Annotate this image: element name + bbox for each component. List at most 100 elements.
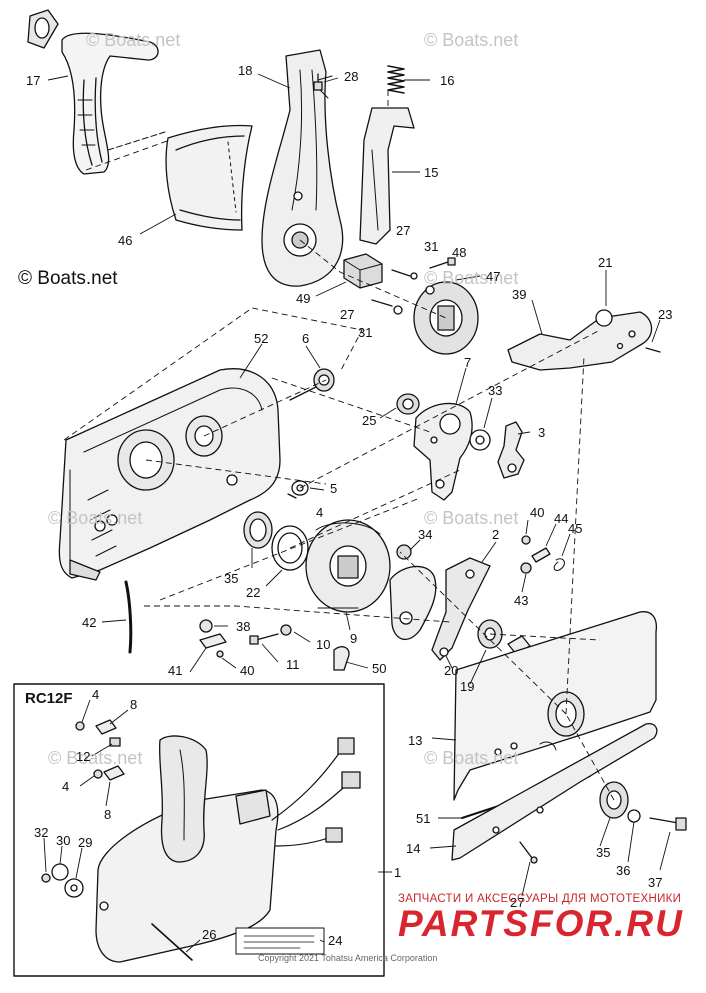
part-39-bracket bbox=[507, 309, 661, 371]
part-27-31-48-screws-top bbox=[391, 257, 456, 280]
callout-38: 38 bbox=[236, 619, 251, 634]
part-27-screw-bottom bbox=[519, 841, 538, 864]
part-9-disc bbox=[305, 519, 391, 613]
callout-39: 39 bbox=[512, 287, 527, 302]
callout-12: 12 bbox=[76, 749, 91, 764]
watermark: © Boats.net bbox=[424, 508, 519, 528]
callout-1: 1 bbox=[394, 865, 402, 880]
inset-title: RC12F bbox=[25, 690, 73, 707]
part-47-drum bbox=[413, 281, 479, 355]
callout-32: 32 bbox=[34, 825, 49, 840]
callout-11: 11 bbox=[286, 657, 300, 672]
watermark: © Boats.net bbox=[48, 748, 143, 768]
part-42-strip bbox=[124, 580, 133, 654]
watermark: © Boats.net bbox=[48, 508, 143, 528]
callout-35: 35 bbox=[596, 845, 611, 860]
callout-27: 27 bbox=[396, 223, 411, 238]
callout-8: 8 bbox=[130, 697, 138, 712]
leader-lines bbox=[43, 73, 671, 953]
part-2-linkage bbox=[389, 544, 491, 661]
callout-4: 4 bbox=[316, 505, 324, 520]
part-3-lever bbox=[497, 421, 525, 479]
part-52-housing bbox=[58, 368, 281, 581]
callout-15: 15 bbox=[424, 165, 439, 180]
callout-43: 43 bbox=[514, 593, 529, 608]
part-18-control-arm bbox=[261, 49, 344, 287]
callout-4: 4 bbox=[62, 779, 70, 794]
callout-27: 27 bbox=[510, 895, 525, 910]
callout-26: 26 bbox=[202, 927, 217, 942]
callout-16: 16 bbox=[440, 73, 455, 88]
callout-19: 19 bbox=[460, 679, 475, 694]
footer-copyright: Copyright 2021 Tohatsu America Corporati… bbox=[258, 953, 438, 963]
callout-40: 40 bbox=[530, 505, 545, 520]
callout-21: 21 bbox=[598, 255, 613, 270]
part-17-handle-grip bbox=[27, 9, 166, 175]
callout-13: 13 bbox=[408, 733, 423, 748]
brand-tagline: ЗАПЧАСТИ И АКСЕССУАРЫ ДЛЯ МОТОТЕХНИКИ bbox=[398, 893, 682, 905]
callout-49: 49 bbox=[296, 291, 311, 306]
part-6-bolt bbox=[289, 368, 335, 401]
copyright-label: © Boats.net bbox=[18, 268, 118, 289]
callout-27: 27 bbox=[340, 307, 355, 322]
part-16-spring bbox=[387, 65, 405, 94]
callout-3: 3 bbox=[538, 425, 546, 440]
callout-52: 52 bbox=[254, 331, 269, 346]
inset-box bbox=[13, 683, 385, 977]
part-35-ring bbox=[243, 511, 273, 549]
part-25-cap bbox=[396, 393, 420, 415]
callout-37: 37 bbox=[648, 875, 663, 890]
callout-33: 33 bbox=[488, 383, 503, 398]
callout-34: 34 bbox=[418, 527, 433, 542]
part-49-block bbox=[343, 253, 383, 289]
callout-31: 31 bbox=[424, 239, 439, 254]
callout-46: 46 bbox=[118, 233, 133, 248]
part-27-31-screws-mid bbox=[371, 299, 403, 315]
callout-47: 47 bbox=[486, 269, 501, 284]
part-35-36-37-hardware bbox=[599, 781, 687, 831]
callout-18: 18 bbox=[238, 63, 253, 78]
callout-20: 20 bbox=[444, 663, 459, 678]
callout-2: 2 bbox=[492, 527, 500, 542]
callout-30: 30 bbox=[56, 833, 71, 848]
part-5-4-clip bbox=[287, 480, 309, 499]
part-7-plate bbox=[413, 402, 473, 501]
assembly-lines bbox=[63, 90, 615, 801]
part-40-44-45-43-small bbox=[520, 535, 565, 574]
part-33-washer bbox=[469, 429, 491, 451]
callout-6: 6 bbox=[302, 331, 310, 346]
watermark: © Boats.net bbox=[424, 30, 519, 50]
part-38-41-11-10-small bbox=[199, 619, 292, 658]
part-50-clip bbox=[333, 646, 350, 671]
callout-36: 36 bbox=[616, 863, 631, 878]
brand-logo: PARTSFOR.RU bbox=[398, 903, 684, 944]
callout-25: 25 bbox=[362, 413, 377, 428]
callout-8: 8 bbox=[104, 807, 112, 822]
callout-10: 10 bbox=[316, 637, 331, 652]
callout-14: 14 bbox=[406, 841, 421, 856]
watermark: © Boats.net bbox=[86, 30, 181, 50]
callout-35: 35 bbox=[224, 571, 239, 586]
callout-50: 50 bbox=[372, 661, 387, 676]
watermark: © Boats.net bbox=[424, 268, 519, 288]
callout-29: 29 bbox=[78, 835, 93, 850]
callout-31: 31 bbox=[358, 325, 373, 340]
part-1-control-box bbox=[95, 735, 361, 963]
callout-42: 42 bbox=[82, 615, 97, 630]
callout-41: 41 bbox=[168, 663, 183, 678]
callout-5: 5 bbox=[330, 481, 338, 496]
part-46-cover bbox=[165, 124, 253, 231]
callout-48: 48 bbox=[452, 245, 467, 260]
part-14-base-plate bbox=[451, 723, 658, 861]
callout-44: 44 bbox=[554, 511, 569, 526]
callout-28: 28 bbox=[344, 69, 359, 84]
callout-4: 4 bbox=[92, 687, 100, 702]
callout-23: 23 bbox=[658, 307, 673, 322]
callout-45: 45 bbox=[568, 521, 583, 536]
part-15-lever bbox=[359, 107, 415, 245]
callout-51: 51 bbox=[416, 811, 431, 826]
watermark: © Boats.net bbox=[424, 748, 519, 768]
callout-40: 40 bbox=[240, 663, 255, 678]
